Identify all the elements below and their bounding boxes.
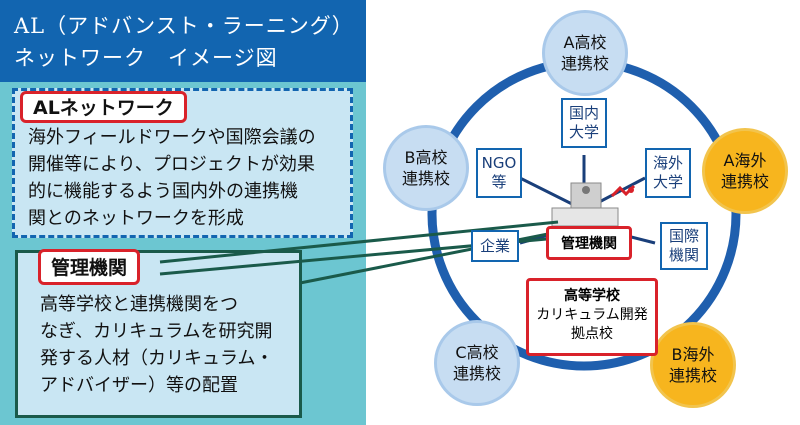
ngo-line2: 等 <box>491 173 507 191</box>
a-overseas-name: A海外 <box>723 151 767 170</box>
management-text-4: アドバイザー）等の配置 <box>40 375 238 396</box>
a-high-school-name: A高校 <box>563 33 607 52</box>
hub-school-role: 拠点校 <box>571 326 613 342</box>
domestic-university-line2: 大学 <box>568 123 599 141</box>
c-high-school-role: 連携校 <box>452 364 501 383</box>
overseas-university-line2: 大学 <box>652 173 683 191</box>
hub-school-title: 高等学校 <box>564 288 620 304</box>
domestic-university-box: 国内大学 <box>561 98 607 148</box>
c-high-school-node: C高校連携校 <box>434 320 520 406</box>
domestic-university-line1: 国内 <box>568 104 599 122</box>
hub-school-box: 高等学校 カリキュラム開発 拠点校 <box>526 278 658 356</box>
overseas-university-box: 海外大学 <box>645 148 691 198</box>
center-management-box: 管理機関 <box>546 226 632 260</box>
management-text-3: 発する人材（カリキュラム・ <box>40 348 274 369</box>
title-line-2: ネットワーク イメージ図 <box>14 46 278 70</box>
a-overseas-role: 連携校 <box>720 172 769 191</box>
al-network-text-1: 海外フィールドワークや国際会議の <box>28 127 316 148</box>
international-orgs-line2: 機関 <box>668 246 699 264</box>
company-box: 企業 <box>471 230 519 262</box>
al-network-text-3: 的に機能するよう国内外の連携機 <box>28 181 298 202</box>
b-overseas-name: B海外 <box>671 345 715 364</box>
a-high-school-node: A高校連携校 <box>542 10 628 96</box>
title-line-1: AL（アドバンスト・ラーニング） <box>14 14 354 38</box>
ngo-line1: NGO <box>481 154 517 172</box>
a-overseas-node: A海外連携校 <box>702 128 788 214</box>
building-icon <box>551 182 619 227</box>
connector-line-1 <box>159 220 559 264</box>
management-label: 管理機関 <box>38 249 141 285</box>
b-high-school-node: B高校連携校 <box>383 125 469 211</box>
al-network-text-2: 開催等により、プロジェクトが効果 <box>28 154 315 175</box>
a-high-school-role: 連携校 <box>560 54 609 73</box>
title-bar: AL（アドバンスト・ラーニング） ネットワーク イメージ図 <box>0 0 366 82</box>
b-overseas-role: 連携校 <box>668 366 717 385</box>
b-high-school-role: 連携校 <box>401 169 450 188</box>
b-high-school-name: B高校 <box>404 148 448 167</box>
al-network-label: ALネットワーク <box>20 91 187 123</box>
international-orgs-line1: 国際 <box>668 227 699 245</box>
company-label: 企業 <box>479 236 510 255</box>
hub-school-subtitle: カリキュラム開発 <box>536 307 648 323</box>
management-text-2: なぎ、カリキュラムを研究開 <box>40 321 273 342</box>
c-high-school-name: C高校 <box>455 343 499 362</box>
b-overseas-node: B海外連携校 <box>650 322 736 408</box>
overseas-university-line1: 海外 <box>652 154 683 172</box>
management-text-1: 高等学校と連携機関をつ <box>40 294 238 315</box>
al-network-text-4: 関とのネットワークを形成 <box>28 208 244 229</box>
international-orgs-box: 国際機関 <box>660 222 708 270</box>
people-icon <box>610 184 636 198</box>
